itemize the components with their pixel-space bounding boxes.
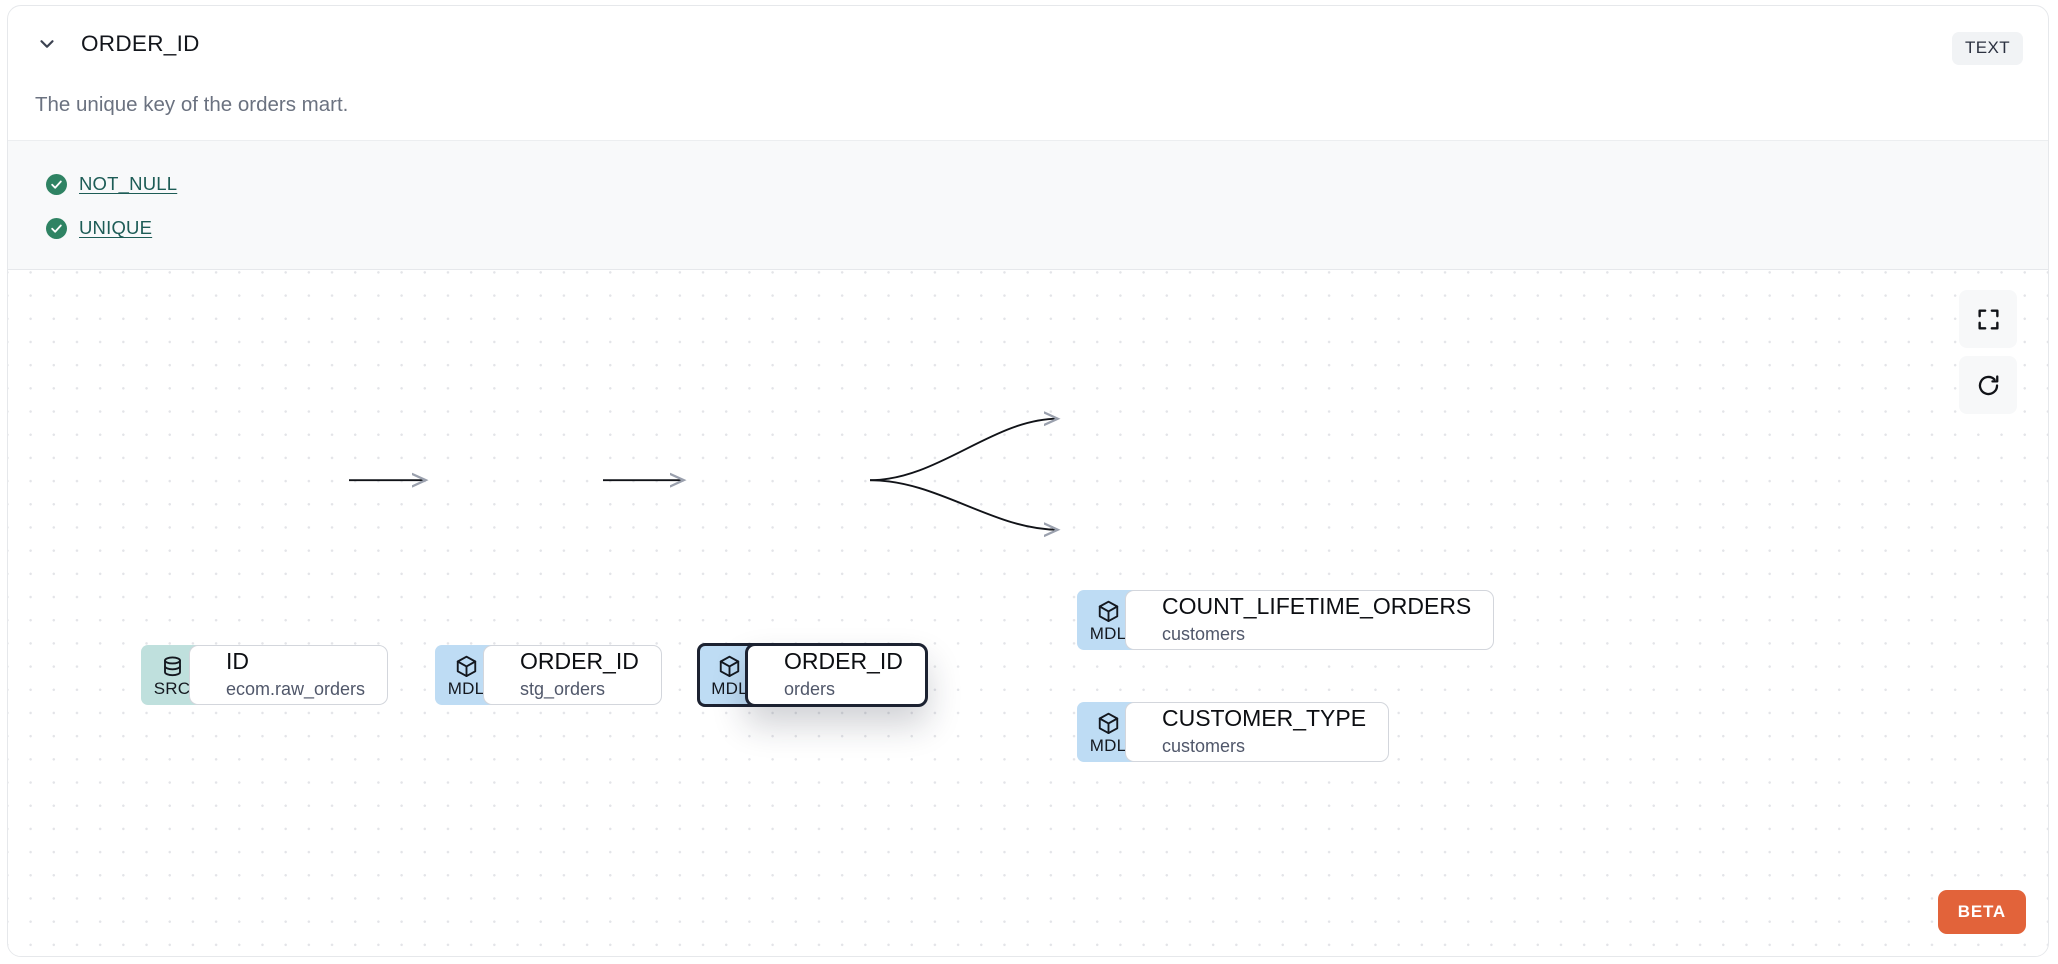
node-name: COUNT_LIFETIME_ORDERS: [1162, 593, 1472, 620]
tests-section: NOT_NULL UNIQUE: [8, 140, 2048, 270]
column-description: The unique key of the orders mart.: [35, 93, 349, 116]
lineage-canvas[interactable]: SRC ID ecom.raw_orders MDL: [8, 270, 2048, 956]
node-body: ORDER_ID orders: [745, 643, 928, 707]
node-body: CUSTOMER_TYPE customers: [1125, 702, 1390, 762]
node-tag-label: MDL: [711, 678, 748, 698]
test-link-unique[interactable]: UNIQUE: [79, 217, 153, 238]
test-row: NOT_NULL: [46, 162, 2048, 206]
refresh-icon[interactable]: [1959, 356, 2017, 414]
lineage-node-mdl-count-lifetime-orders[interactable]: MDL COUNT_LIFETIME_ORDERS customers: [1077, 590, 1495, 650]
edge-orders-to-customer-type: [869, 479, 1058, 530]
header-title-row: ORDER_ID: [34, 31, 200, 57]
node-name: ORDER_ID: [784, 648, 903, 675]
node-subtitle: ecom.raw_orders: [226, 679, 366, 700]
check-circle-icon: [46, 217, 67, 239]
node-subtitle: orders: [784, 679, 836, 700]
node-name: ORDER_ID: [520, 648, 639, 675]
test-row: UNIQUE: [46, 206, 2048, 250]
node-name: ID: [226, 648, 249, 675]
node-subtitle: stg_orders: [520, 679, 606, 700]
lineage-node-mdl-stg-orders[interactable]: MDL ORDER_ID stg_orders: [435, 645, 662, 705]
node-body: ID ecom.raw_orders: [189, 645, 389, 705]
node-tag-label: SRC: [153, 678, 191, 698]
node-body: ORDER_ID stg_orders: [483, 645, 662, 705]
column-type-badge[interactable]: TEXT: [1951, 32, 2023, 65]
node-name: CUSTOMER_TYPE: [1162, 705, 1367, 732]
lineage-node-mdl-orders[interactable]: MDL ORDER_ID orders: [697, 643, 928, 707]
card-header: ORDER_ID TEXT The unique key of the orde…: [8, 6, 2048, 116]
page-title: ORDER_ID: [81, 31, 200, 56]
column-detail-card: ORDER_ID TEXT The unique key of the orde…: [7, 5, 2049, 957]
chevron-down-icon[interactable]: [34, 31, 60, 57]
check-circle-icon: [46, 173, 67, 195]
node-subtitle: customers: [1162, 736, 1246, 757]
node-body: COUNT_LIFETIME_ORDERS customers: [1125, 590, 1495, 650]
fullscreen-icon[interactable]: [1959, 290, 2017, 348]
node-tag-label: MDL: [1089, 623, 1127, 643]
lineage-edges: [349, 270, 2048, 956]
node-subtitle: customers: [1162, 624, 1246, 645]
node-tag-label: MDL: [447, 678, 485, 698]
beta-badge[interactable]: BETA: [1937, 890, 2026, 934]
lineage-node-src-id[interactable]: SRC ID ecom.raw_orders: [141, 645, 389, 705]
lineage-node-mdl-customer-type[interactable]: MDL CUSTOMER_TYPE customers: [1077, 702, 1390, 762]
test-link-not-null[interactable]: NOT_NULL: [79, 173, 178, 194]
node-tag-label: MDL: [1089, 735, 1127, 755]
edge-orders-to-count-lifetime-orders: [869, 419, 1058, 482]
canvas-controls: [1959, 290, 2017, 414]
